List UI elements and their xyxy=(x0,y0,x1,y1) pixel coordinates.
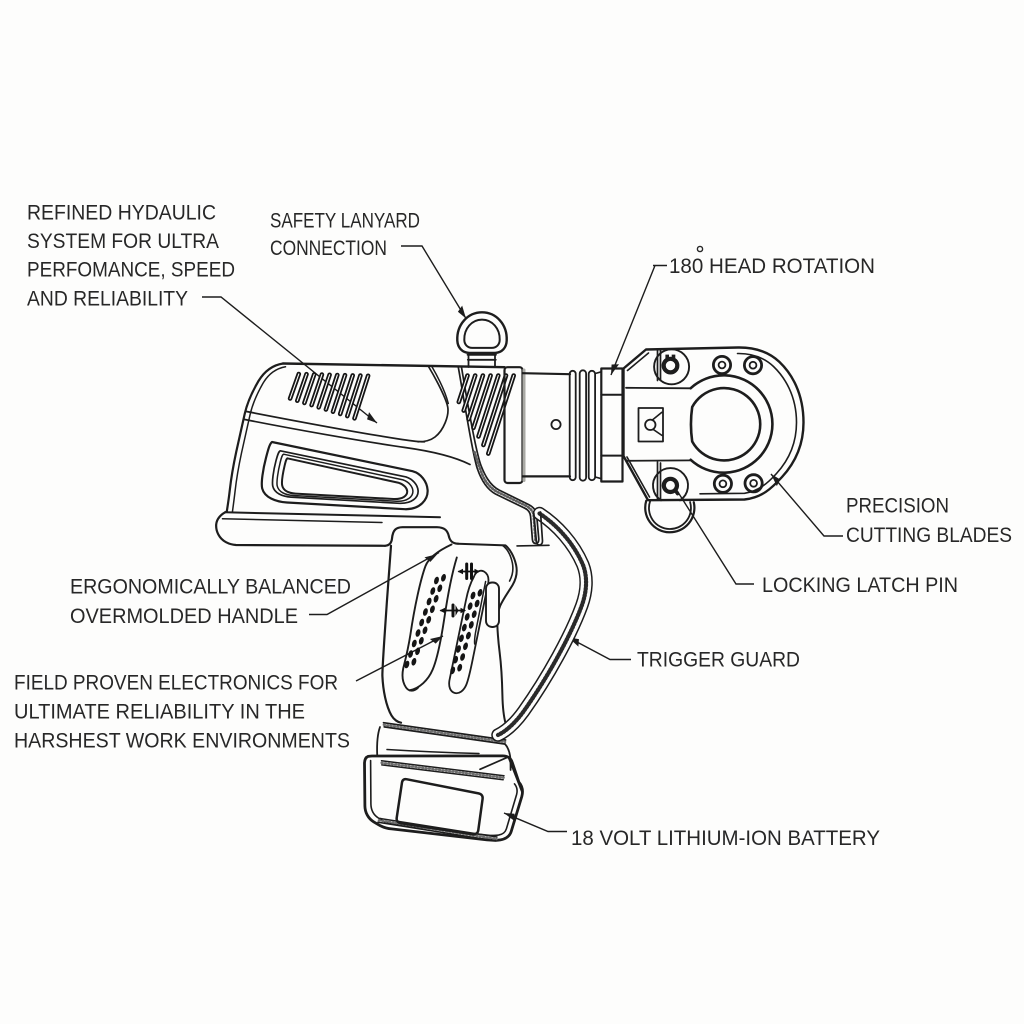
svg-text:SYSTEM FOR ULTRA: SYSTEM FOR ULTRA xyxy=(27,229,220,253)
svg-text:ULTIMATE RELIABILITY IN THE: ULTIMATE RELIABILITY IN THE xyxy=(14,700,305,724)
svg-text:OVERMOLDED HANDLE: OVERMOLDED HANDLE xyxy=(70,604,298,628)
svg-text:CUTTING BLADES: CUTTING BLADES xyxy=(846,523,1012,547)
svg-text:CONNECTION: CONNECTION xyxy=(270,236,387,260)
svg-text:TRIGGER GUARD: TRIGGER GUARD xyxy=(637,648,800,672)
svg-text:PRECISION: PRECISION xyxy=(846,494,949,518)
svg-text:PERFOMANCE, SPEED: PERFOMANCE, SPEED xyxy=(27,258,235,282)
svg-text:SAFETY LANYARD: SAFETY LANYARD xyxy=(270,209,420,233)
svg-text:180 HEAD ROTATION: 180 HEAD ROTATION xyxy=(669,254,875,278)
svg-text:REFINED HYDAULIC: REFINED HYDAULIC xyxy=(27,201,216,225)
svg-text:ERGONOMICALLY BALANCED: ERGONOMICALLY BALANCED xyxy=(70,575,351,599)
svg-text:AND RELIABILITY: AND RELIABILITY xyxy=(27,287,188,311)
svg-text:18 VOLT LITHIUM-ION BATTERY: 18 VOLT LITHIUM-ION BATTERY xyxy=(571,826,880,850)
svg-text:HARSHEST WORK ENVIRONMENTS: HARSHEST WORK ENVIRONMENTS xyxy=(14,729,350,753)
svg-text:LOCKING LATCH PIN: LOCKING LATCH PIN xyxy=(762,573,958,597)
svg-text:FIELD PROVEN ELECTRONICS FOR: FIELD PROVEN ELECTRONICS FOR xyxy=(14,671,338,695)
